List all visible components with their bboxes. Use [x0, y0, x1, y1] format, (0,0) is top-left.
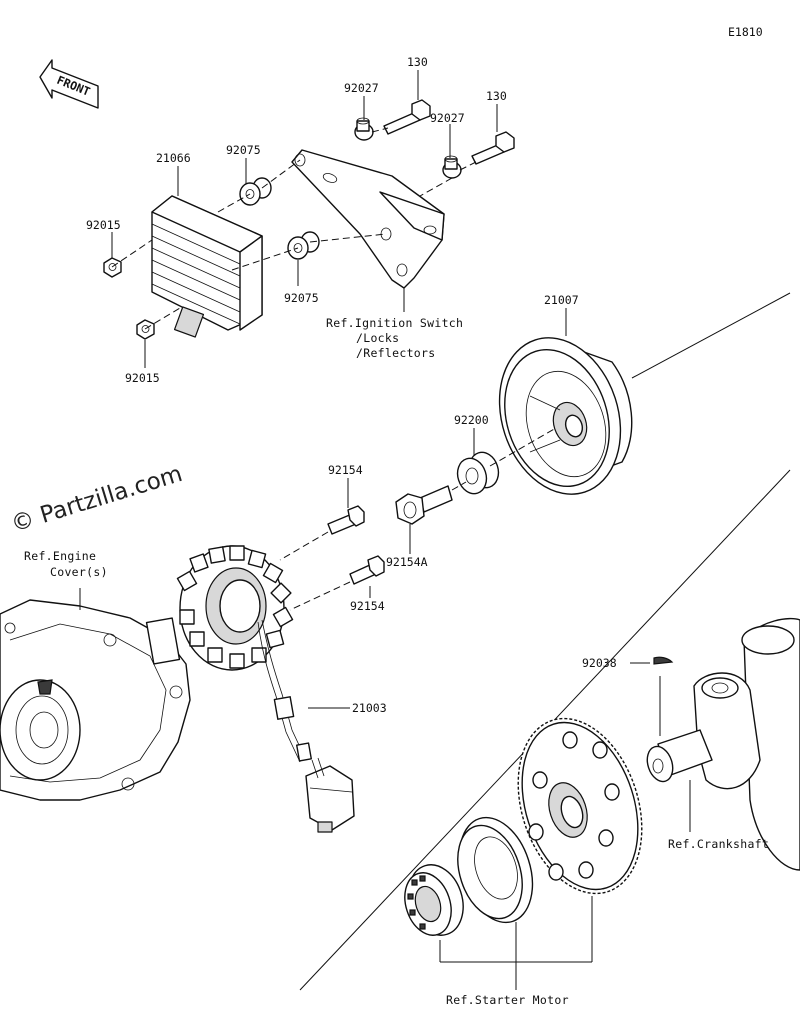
ref-starter-motor: Ref.Starter Motor	[446, 993, 569, 1007]
stator	[176, 545, 312, 763]
watermark: © Partzilla.com	[8, 461, 185, 538]
label-92154-lower: 92154	[350, 599, 385, 613]
starter-gear	[517, 717, 643, 895]
woodruff-key-92038	[653, 656, 674, 665]
bolt-130-right	[471, 131, 515, 165]
assembly-line-bolt	[451, 481, 467, 491]
grommet-92075-lower	[287, 231, 320, 260]
ref-ignition-line1: Ref.Ignition Switch	[326, 316, 463, 330]
ref-engine-line1: Ref.Engine	[24, 549, 96, 563]
bolt-92154-lower	[349, 555, 385, 585]
leader-lines	[79, 70, 691, 990]
label-92154-upper: 92154	[328, 463, 363, 477]
ref-ignition-line2: /Locks	[356, 331, 399, 345]
nut-92015-lower	[136, 319, 155, 340]
label-92015-lower: 92015	[125, 371, 160, 385]
label-21066: 21066	[156, 151, 191, 165]
assembly-line-stator-bolt-2	[289, 581, 351, 611]
starter-clutch	[404, 864, 464, 936]
label-130-right: 130	[486, 89, 507, 103]
mounting-bracket	[291, 149, 445, 289]
collar-92027-right	[442, 155, 462, 179]
washer-92200	[456, 451, 500, 495]
nut-92015-upper	[103, 257, 122, 278]
label-92200: 92200	[454, 413, 489, 427]
bolt-92154A	[395, 485, 453, 525]
assembly-line-washer	[489, 427, 557, 467]
assembly-line-stator-bolt-1	[279, 531, 329, 561]
starter-bearing	[457, 816, 534, 924]
label-92027-right: 92027	[430, 111, 465, 125]
ref-crankshaft: Ref.Crankshaft	[668, 837, 769, 851]
ref-engine-line2: Cover(s)	[50, 565, 108, 579]
label-130-left: 130	[407, 55, 428, 69]
front-arrow-icon: FRONT	[39, 59, 99, 109]
bolt-130-left	[383, 99, 431, 135]
collar-92027-left	[354, 117, 374, 141]
flywheel-rotor	[498, 337, 633, 495]
label-92075-lower: 92075	[284, 291, 319, 305]
label-92015-upper: 92015	[86, 218, 121, 232]
label-92075-upper: 92075	[226, 143, 261, 157]
ref-ignition-line3: /Reflectors	[356, 346, 435, 360]
label-92038: 92038	[582, 656, 617, 670]
divider-line-top	[631, 292, 791, 379]
assembly-lines-top	[111, 127, 477, 330]
regulator-rectifier	[151, 195, 263, 338]
label-92027-left: 92027	[344, 81, 379, 95]
engine-cover	[0, 599, 191, 801]
stator-connector	[305, 757, 355, 833]
label-92154A: 92154A	[386, 555, 428, 569]
bolt-92154-upper	[327, 505, 365, 535]
label-21007: 21007	[544, 293, 579, 307]
crankshaft	[646, 617, 800, 871]
grommet-92075-upper	[239, 177, 272, 206]
diagram-code: E1810	[728, 25, 763, 39]
label-21003: 21003	[352, 701, 387, 715]
